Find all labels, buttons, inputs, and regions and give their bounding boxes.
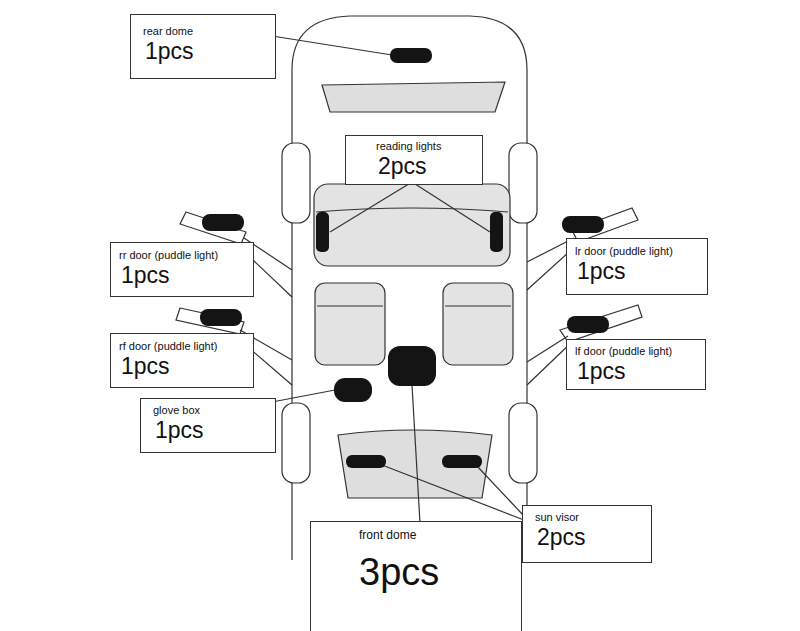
front-seat-back	[317, 305, 383, 306]
quantity: 1pcs	[155, 418, 275, 443]
sun-visor-callout: sun visor 2pcs	[522, 505, 652, 563]
door-panel	[180, 212, 246, 244]
part-name: sun visor	[535, 511, 651, 523]
quantity: 1pcs	[577, 259, 707, 284]
wheel	[282, 143, 310, 223]
light	[316, 212, 329, 252]
part-name: lr door (puddle light)	[575, 245, 707, 257]
part-name: lf door (puddle light)	[575, 345, 705, 357]
light	[567, 316, 609, 333]
rear-dome-callout: rear dome 1pcs	[130, 14, 276, 79]
wheel	[509, 403, 537, 483]
leader-line	[272, 36, 392, 55]
light	[202, 214, 244, 231]
rear-window	[322, 82, 505, 112]
lr-door-callout: lr door (puddle light) 1pcs	[566, 238, 708, 295]
part-name: rr door (puddle light)	[119, 249, 253, 261]
rear-seat	[314, 184, 510, 266]
leader-line	[412, 385, 420, 523]
rear-seat-back	[316, 208, 508, 212]
door-line	[560, 305, 642, 342]
front-seat	[443, 283, 513, 365]
reading-lights-callout: reading lights 2pcs	[345, 135, 483, 185]
light	[334, 378, 372, 402]
light	[562, 216, 604, 233]
front-seat-back	[445, 305, 511, 306]
wheel	[509, 143, 537, 223]
leader-line	[330, 182, 490, 232]
light	[490, 212, 503, 252]
part-name: rf door (puddle light)	[119, 340, 253, 352]
quantity: 1pcs	[577, 359, 705, 384]
quantity: 1pcs	[145, 39, 275, 64]
light	[200, 309, 242, 326]
quantity: 2pcs	[537, 525, 651, 550]
part-name: rear dome	[143, 25, 275, 37]
light	[388, 346, 436, 386]
quantity: 1pcs	[121, 263, 253, 288]
car-body	[292, 16, 527, 560]
front-dome-callout: front dome 3pcs	[310, 521, 522, 631]
light	[390, 48, 432, 63]
quantity: 3pcs	[359, 552, 521, 594]
part-name: glove box	[153, 404, 275, 416]
light	[346, 455, 386, 468]
light	[442, 455, 482, 468]
lf-door-callout: lf door (puddle light) 1pcs	[566, 339, 706, 390]
leader-line	[272, 390, 335, 402]
wheel	[282, 403, 310, 483]
front-seat	[315, 283, 385, 365]
part-name: front dome	[359, 529, 521, 542]
rf-door-callout: rf door (puddle light) 1pcs	[110, 333, 254, 388]
leader-line	[382, 465, 524, 520]
quantity: 2pcs	[378, 154, 482, 179]
rr-door-callout: rr door (puddle light) 1pcs	[110, 242, 254, 297]
part-name: reading lights	[376, 140, 482, 152]
door-panel	[176, 308, 244, 334]
glove-box-callout: glove box 1pcs	[140, 398, 276, 453]
quantity: 1pcs	[121, 354, 253, 379]
